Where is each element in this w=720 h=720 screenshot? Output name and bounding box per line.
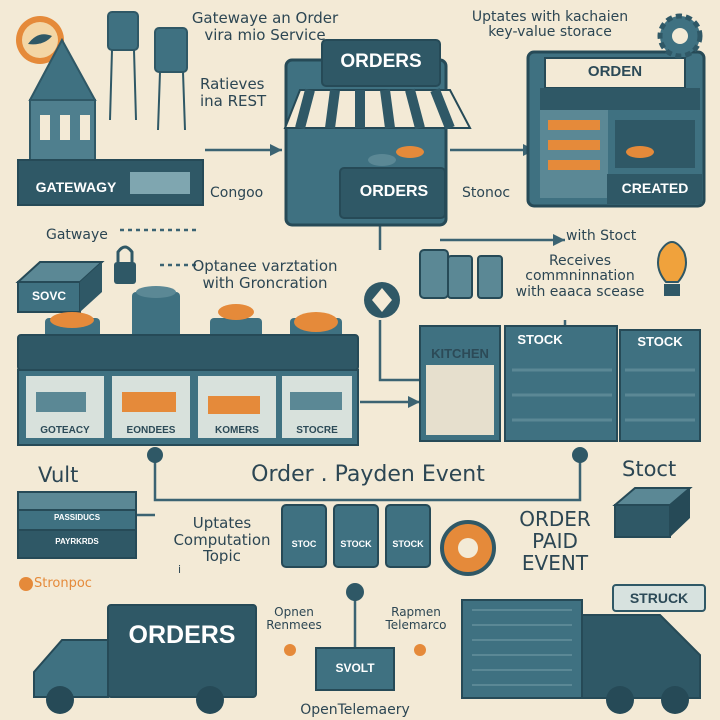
stoct-box (612, 487, 693, 538)
plate-bin-gateacy: GOTEACY (40, 425, 90, 436)
connector-lines (120, 148, 582, 650)
label-order-event: Order . Payden Event (251, 462, 485, 487)
label-with-stoct: with Stoct (566, 228, 637, 244)
svolt-box (315, 647, 395, 691)
label-vult: Vult (38, 463, 79, 487)
plate-sovc-box: SOVC (31, 289, 66, 303)
label-order-paid-event: ORDER PAID EVENT (519, 507, 591, 575)
label-stronpoc: Stronpoc (34, 576, 92, 591)
diamond-node-icon (364, 282, 400, 318)
plate-kitchen: KITCHEN (431, 346, 489, 361)
location-pin-icon (19, 577, 33, 591)
label-congoo: Congoo (210, 185, 264, 201)
label-receives: Receives commninnation with eaaca scease (515, 253, 645, 300)
orders-store (283, 39, 472, 227)
label-tick-i: i (178, 563, 182, 576)
order-paid-badge (440, 520, 496, 576)
label-open-remmes: Opnen Renmees (266, 605, 322, 633)
plate-orders-sign: ORDERS (340, 51, 422, 72)
label-open-telemetry: OpenTelemaery (300, 702, 410, 718)
label-top-right: Uptates with kachaien key-value storace (471, 9, 629, 41)
gear-icon (657, 13, 703, 59)
plate-stock-2: STOCK (637, 334, 683, 349)
plate-created: CREATED (621, 180, 689, 196)
label-optanee: Optanee varztation with Groncration (192, 257, 338, 292)
plate-bin-komers: KOMERS (215, 425, 259, 436)
device-icons (419, 249, 503, 299)
plate-truck-orders: ORDERS (128, 621, 236, 649)
label-top-center: Gatewaye an Order vira mio Service (191, 9, 339, 44)
plate-struck-tag: STRUCK (612, 584, 706, 612)
bin-counter (17, 334, 359, 446)
label-retrieves: Ratieves ina REST (200, 75, 267, 110)
stock-crates (281, 504, 431, 568)
label-stoct-right: Stoct (622, 457, 677, 481)
plate-stock-1: STOCK (517, 332, 563, 347)
light-bulb-icon (657, 241, 687, 296)
vault-stack (17, 491, 137, 559)
padlock-icon (114, 245, 136, 284)
label-stonec: Stonoc (462, 185, 511, 201)
plate-orders-counter: ORDERS (359, 183, 429, 200)
plate-orden-sign: ORDEN (587, 63, 643, 80)
plate-bin-eondees: EONDEES (126, 425, 176, 436)
water-tower-icon (107, 11, 188, 131)
plate-bin-stocre: STOCRE (296, 425, 338, 436)
connector-nodes (147, 447, 588, 656)
label-gateway-left: Gatwaye (46, 227, 108, 243)
warehouse-trailer (461, 599, 701, 714)
label-uptates-computation: Uptates Computation Topic (173, 514, 271, 565)
plate-gateway-building: GATEWAGY (35, 179, 117, 195)
plate-vault-line-1: PASSIDUCS (53, 513, 101, 522)
sovc-box (15, 261, 105, 313)
plate-svolt: SVOLT (335, 661, 375, 675)
toucan-logo-icon (16, 16, 64, 64)
plate-topic-stock-3: STOCK (392, 539, 424, 549)
kitchen-stock-cabinets (419, 325, 701, 442)
orden-shop (526, 50, 706, 208)
label-rapmen: Rapmen Telemarco (385, 605, 447, 633)
orders-truck (33, 604, 257, 714)
plate-topic-stock-2: STOCK (340, 539, 372, 549)
plate-topic-stoc-1: STOC (291, 539, 317, 549)
gateway-building (17, 37, 204, 206)
plate-vault-line-2: PAYRKRDS (55, 537, 99, 546)
